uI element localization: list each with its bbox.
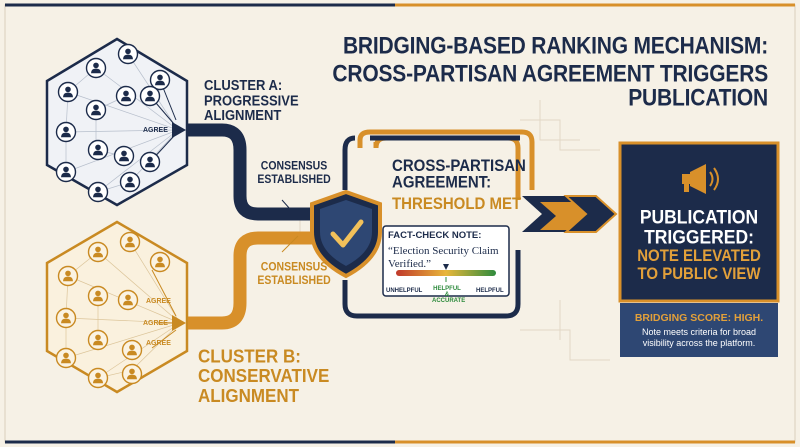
scale-label-helpful: HELPFUL xyxy=(476,288,504,294)
consensus-a-label: CONSENSUS ESTABLISHED xyxy=(256,159,332,186)
fact-check-card xyxy=(382,225,510,297)
cluster-b-label-line2: CONSERVATIVE xyxy=(198,365,330,387)
fact-check-heading: FACT-CHECK NOTE: xyxy=(388,230,482,241)
scale-label-unhelpful: UNHELPFUL xyxy=(386,288,423,294)
fact-check-claim: “Election Security Claim Verified.” xyxy=(388,245,499,270)
publication-heading-line2: TRIGGERED: xyxy=(644,226,754,249)
bridging-score-label: BRIDGING SCORE: HIGH. xyxy=(634,312,764,324)
consensus-a-line1: CONSENSUS xyxy=(260,159,328,173)
consensus-b-line1: CONSENSUS xyxy=(260,260,328,274)
consensus-b-line2: ESTABLISHED xyxy=(257,273,331,287)
cluster-b-label: CLUSTER B: CONSERVATIVE ALIGNMENT xyxy=(198,347,329,406)
agree-label-b1: AGREE xyxy=(146,298,171,305)
forward-arrows-icon xyxy=(522,195,618,233)
cluster-a-label: CLUSTER A: PROGRESSIVE ALIGNMENT xyxy=(204,78,299,123)
megaphone-icon xyxy=(682,164,719,194)
consensus-a-line2: ESTABLISHED xyxy=(257,172,331,186)
agree-label-b3: AGREE xyxy=(146,340,171,347)
publication-subheading: NOTE ELEVATED TO PUBLIC VIEW xyxy=(622,248,776,283)
cluster-b-label-line3: ALIGNMENT xyxy=(198,385,300,407)
cluster-a-network xyxy=(45,37,189,207)
title-line-1: BRIDGING-BASED RANKING MECHANISM: xyxy=(342,32,768,60)
threshold-met-label: THRESHOLD MET xyxy=(392,194,522,214)
bridging-score-detail: Note meets criteria for broad visibility… xyxy=(641,327,757,348)
connector-a xyxy=(188,123,318,221)
publication-heading-line1: PUBLICATION xyxy=(639,205,759,228)
agree-label-b2: AGREE xyxy=(143,320,168,327)
publication-sub-line1: NOTE ELEVATED xyxy=(637,246,761,266)
agree-label-a: AGREE xyxy=(143,127,168,134)
cluster-b-network xyxy=(45,220,189,394)
consensus-b-label: CONSENSUS ESTABLISHED xyxy=(256,260,332,287)
cluster-a-label-line1: CLUSTER A: xyxy=(204,76,283,94)
publication-heading: PUBLICATION TRIGGERED: xyxy=(622,205,776,249)
shield-check-icon xyxy=(310,189,382,279)
agreement-heading-line1: CROSS-PARTISAN xyxy=(392,156,526,176)
agreement-heading-line2: AGREEMENT: xyxy=(392,173,492,193)
helpfulness-scale xyxy=(396,270,496,276)
bridging-score-panel xyxy=(620,303,778,357)
cluster-b-label-line1: CLUSTER B: xyxy=(198,345,301,367)
agreement-heading: CROSS-PARTISAN AGREEMENT: xyxy=(392,158,526,192)
publication-sub-line2: TO PUBLIC VIEW xyxy=(637,264,761,283)
cluster-a-label-line3: ALIGNMENT xyxy=(204,106,282,124)
title-line-2: CROSS-PARTISAN AGREEMENT TRIGGERS PUBLIC… xyxy=(332,60,768,112)
connector-b xyxy=(188,231,318,330)
scale-label-helpful-accurate: HELPFUL & ACCURATE xyxy=(432,286,466,304)
cluster-a-label-line2: PROGRESSIVE xyxy=(204,91,299,109)
